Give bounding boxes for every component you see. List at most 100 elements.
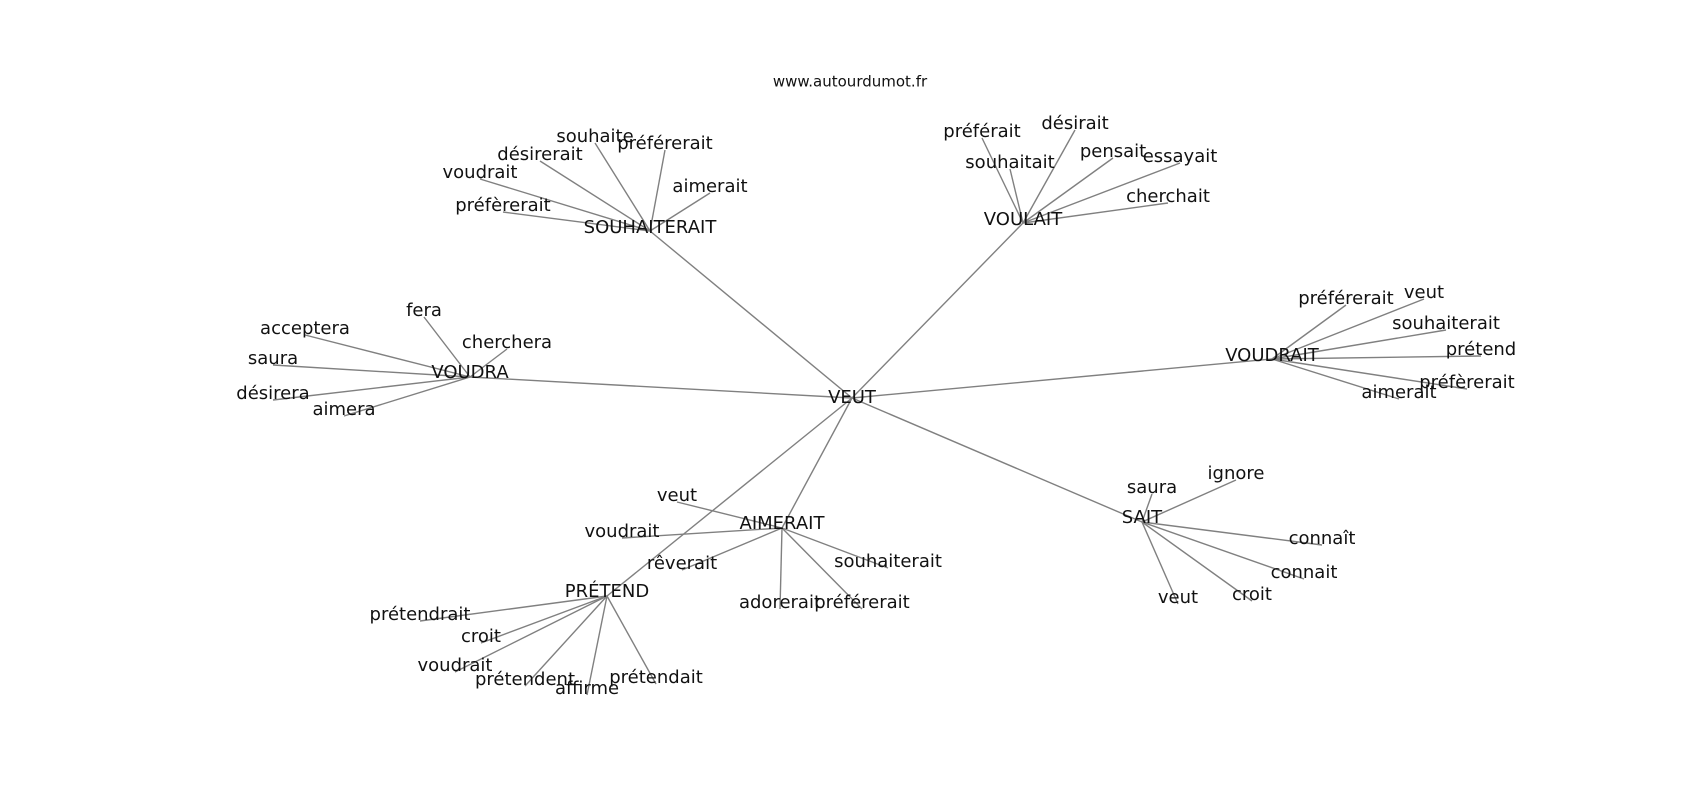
node-pretend-voudrait[interactable]: voudrait [418, 655, 493, 676]
edge-souhaiterait-voudrait [479, 178, 651, 232]
node-hub-sait[interactable]: SAIT [1122, 507, 1163, 528]
edge-pretend-voudrait [454, 595, 608, 673]
edge-voudra-acceptera [304, 334, 471, 378]
node-voulait-preferait[interactable]: préférait [943, 121, 1020, 142]
edge-veut-souhaiterait [649, 230, 853, 399]
edge-voulait-desirait [1022, 129, 1076, 224]
edge-aimerait-souhaiterait [781, 527, 889, 569]
edge-sait-connait [1141, 521, 1305, 580]
node-souhaiterait-aimerait[interactable]: aimerait [672, 176, 747, 197]
edge-voudrait-aimerait [1271, 358, 1400, 400]
edge-sait-saura [1141, 493, 1153, 523]
node-aimerait-prefererait[interactable]: préférerait [814, 592, 909, 613]
edge-voudrait-souhaiterait [1271, 329, 1447, 360]
edge-aimerait-prefererait [781, 527, 863, 610]
source-url: www.autourdumot.fr [773, 73, 928, 91]
node-hub-pretend[interactable]: PRÉTEND [565, 580, 649, 602]
node-pretend-croit[interactable]: croit [461, 626, 501, 647]
edge-pretend-croit [480, 595, 608, 644]
node-voudra-fera[interactable]: fera [406, 300, 442, 321]
node-pretend-pretendent[interactable]: prétendent [475, 669, 575, 690]
graph-edges [272, 129, 1482, 696]
node-aimerait-veut[interactable]: veut [657, 485, 697, 506]
edge-voudra-fera [423, 316, 471, 378]
edge-souhaiterait-prefererait [649, 149, 666, 232]
edge-veut-voudra [469, 376, 853, 399]
node-hub-voudrait[interactable]: VOUDRAIT [1225, 345, 1320, 366]
node-voulait-cherchait[interactable]: cherchait [1126, 186, 1210, 207]
node-voudrait-souhaiterait[interactable]: souhaiterait [1392, 313, 1500, 334]
edge-voudra-saura [272, 364, 471, 378]
edge-veut-voudrait [851, 358, 1273, 399]
edge-voudrait-prefererait [1271, 358, 1468, 390]
edge-veut-pretend [606, 397, 853, 597]
edge-sait-connait [1141, 521, 1323, 546]
node-souhaiterait-souhaite[interactable]: souhaite [556, 126, 633, 147]
node-souhaiterait-prefererait[interactable]: préfèrerait [455, 195, 550, 216]
edge-veut-aimerait [781, 397, 853, 529]
edge-veut-sait [851, 397, 1143, 523]
node-aimerait-reverait[interactable]: rêverait [647, 553, 717, 574]
node-sait-connait[interactable]: connait [1271, 562, 1338, 583]
edge-souhaiterait-prefererait [502, 211, 651, 232]
node-voudra-acceptera[interactable]: acceptera [260, 318, 350, 339]
edge-voudrait-prefererait [1271, 304, 1347, 360]
edge-voudra-desirera [272, 376, 471, 401]
node-souhaiterait-desirerait[interactable]: désirerait [497, 144, 582, 165]
node-voudrait-veut[interactable]: veut [1404, 282, 1444, 303]
node-voulait-souhaitait[interactable]: souhaitait [965, 152, 1054, 173]
node-hub-voulait[interactable]: VOULAIT [984, 209, 1063, 230]
edge-souhaiterait-desirerait [539, 160, 651, 232]
edge-voudrait-pretend [1271, 355, 1482, 360]
edge-sait-ignore [1141, 479, 1237, 523]
edge-voulait-preferait [981, 137, 1024, 224]
node-voudra-desirera[interactable]: désirera [236, 383, 309, 404]
edge-voudrait-veut [1271, 298, 1425, 360]
node-voulait-desirait[interactable]: désirait [1041, 113, 1108, 134]
node-sait-saura[interactable]: saura [1127, 477, 1177, 498]
node-voudrait-prefererait[interactable]: préférerait [1298, 288, 1393, 309]
node-aimerait-souhaiterait[interactable]: souhaiterait [834, 551, 942, 572]
edge-sait-croit [1141, 521, 1253, 602]
node-voudrait-pretend[interactable]: prétend [1446, 339, 1516, 360]
node-pretend-pretendrait[interactable]: prétendrait [370, 604, 471, 625]
node-voudra-aimera[interactable]: aimera [312, 399, 375, 420]
edge-sait-veut [1141, 521, 1179, 605]
edge-pretend-pretendait [606, 595, 657, 685]
node-center-veut[interactable]: VEUT [828, 387, 877, 408]
edge-souhaiterait-aimerait [649, 192, 711, 232]
node-pretend-pretendait[interactable]: prétendait [609, 667, 703, 688]
node-voulait-essayait[interactable]: essayait [1143, 146, 1218, 167]
node-voudrait-aimerait[interactable]: aimerait [1361, 382, 1436, 403]
node-souhaiterait-voudrait[interactable]: voudrait [443, 162, 518, 183]
edge-pretend-affirme [586, 595, 608, 696]
node-sait-ignore[interactable]: ignore [1208, 463, 1265, 484]
node-sait-veut[interactable]: veut [1158, 587, 1198, 608]
node-voudrait-prefererait[interactable]: préfèrerait [1419, 372, 1514, 393]
edge-voudra-aimera [343, 376, 471, 417]
edge-voulait-cherchait [1022, 202, 1169, 224]
node-hub-voudra[interactable]: VOUDRA [431, 362, 509, 383]
node-sait-croit[interactable]: croit [1232, 584, 1272, 605]
edge-aimerait-veut [676, 501, 783, 529]
edge-voulait-souhaitait [1009, 168, 1024, 224]
edge-aimerait-adorerait [779, 527, 783, 610]
node-sait-connait[interactable]: connaît [1289, 528, 1356, 549]
edge-pretend-pretendent [524, 595, 608, 687]
graph-labels: VEUTSOUHAITERAITsouhaitepréféreraitdésir… [236, 113, 1516, 699]
edge-voudra-cherchera [469, 348, 508, 378]
edge-souhaiterait-souhaite [594, 142, 651, 232]
node-aimerait-voudrait[interactable]: voudrait [585, 521, 660, 542]
node-aimerait-adorerait[interactable]: adorerait [739, 592, 821, 613]
node-voulait-pensait[interactable]: pensait [1080, 141, 1146, 162]
edge-voulait-essayait [1022, 162, 1181, 224]
edge-veut-voulait [851, 222, 1024, 399]
node-hub-souhaiterait[interactable]: SOUHAITERAIT [584, 217, 718, 238]
node-souhaiterait-prefererait[interactable]: préférerait [617, 133, 712, 154]
node-voudra-cherchera[interactable]: cherchera [462, 332, 552, 353]
node-voudra-saura[interactable]: saura [248, 348, 298, 369]
node-hub-aimerait[interactable]: AIMERAIT [740, 513, 826, 534]
edge-aimerait-voudrait [621, 527, 783, 539]
node-pretend-affirme[interactable]: affirme [555, 678, 619, 699]
